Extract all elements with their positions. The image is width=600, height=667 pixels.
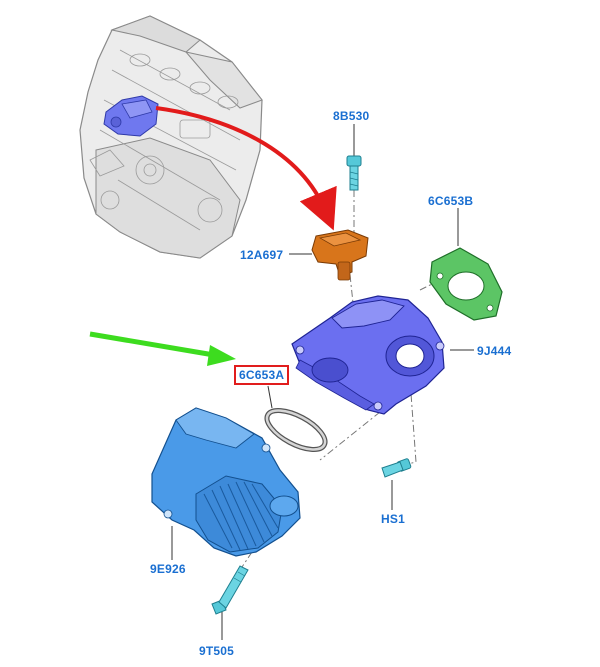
label-hs1: HS1 [381,512,405,526]
red-location-arrow [155,106,337,231]
throttle-body-9e926-illustration [151,407,301,557]
label-12a697: 12A697 [240,248,284,262]
label-9j444: 9J444 [477,344,512,358]
label-9t505: 9T505 [199,644,235,658]
egr-housing-9j444-illustration [291,295,445,415]
engine-block-illustration [79,15,263,259]
label-leader-lines [171,124,474,640]
label-8b530: 8B530 [333,109,370,123]
bolt-hs1-illustration [381,458,412,478]
green-indicator-arrow [89,331,236,366]
bolt-9t505-illustration [211,565,249,615]
gasket-6c653b-illustration [429,247,503,321]
label-9e926: 9E926 [150,562,186,576]
sensor-12a697-illustration [311,229,369,281]
label-6c653a-highlighted: 6C653A [234,365,290,385]
seal-6c653a-illustration [264,408,328,452]
label-6c653b: 6C653B [428,194,474,208]
bolt-8b530-illustration [346,155,362,191]
